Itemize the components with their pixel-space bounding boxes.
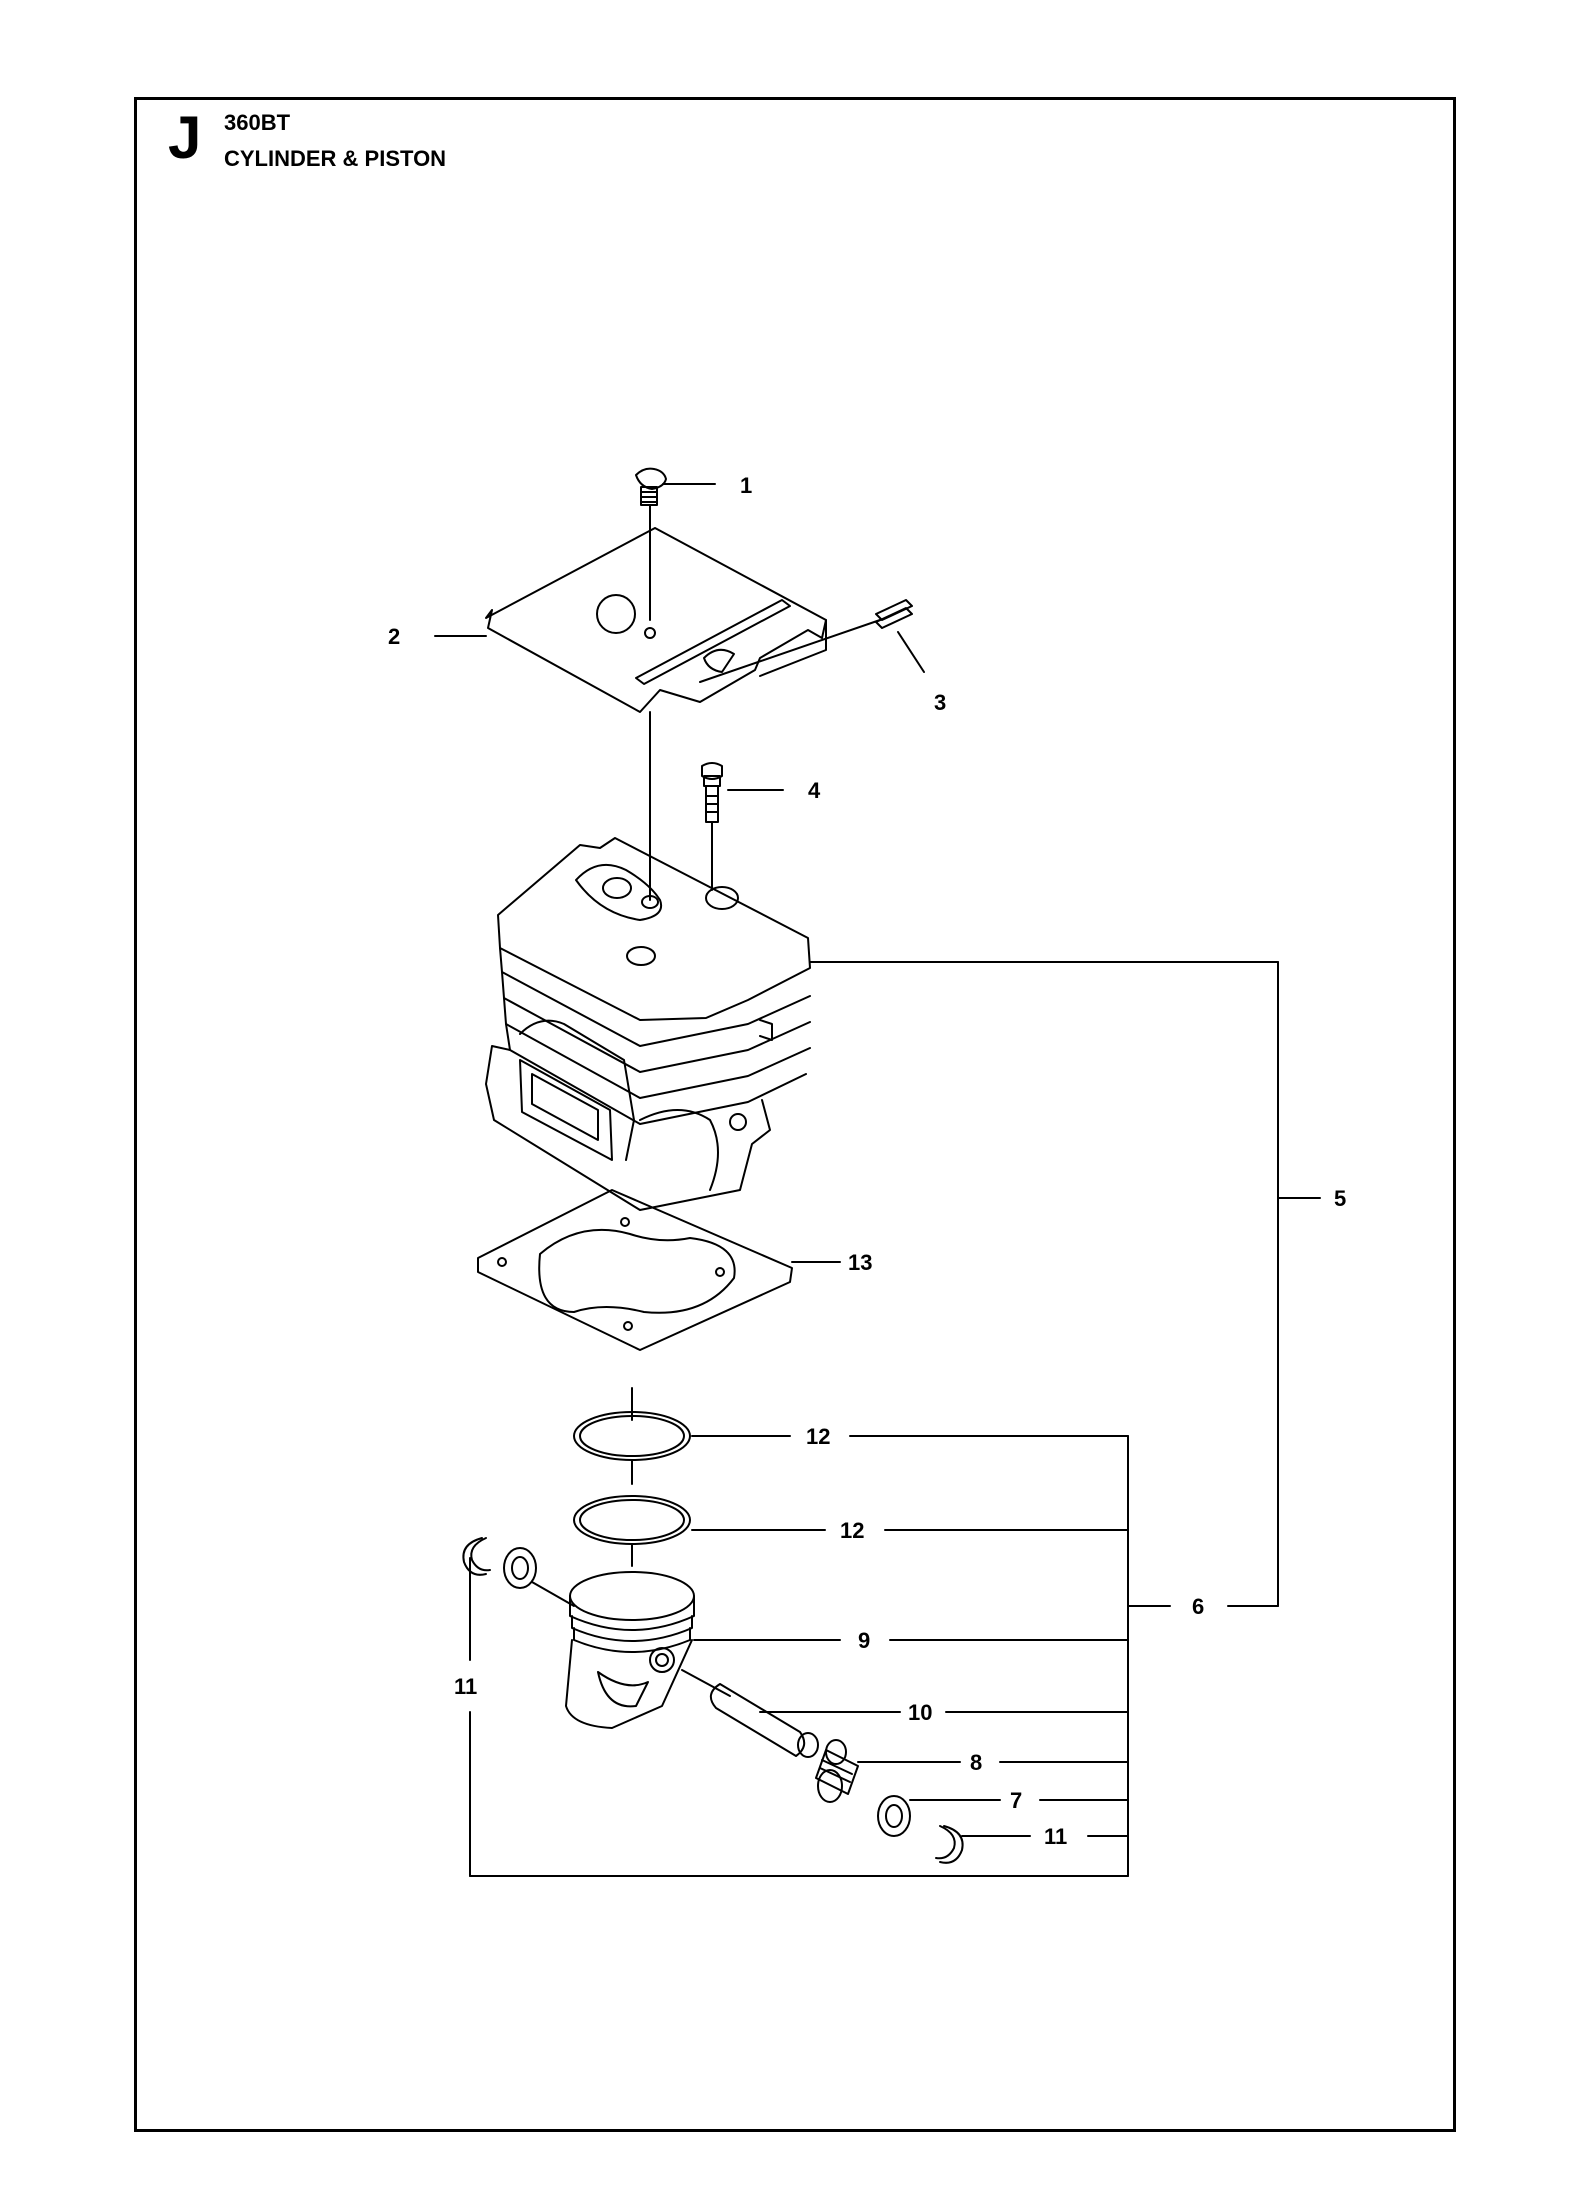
callout-12-lower: 12 bbox=[840, 1518, 864, 1543]
part-1-screw bbox=[635, 467, 667, 506]
part-3-clip bbox=[699, 599, 913, 683]
part-11-circlip-left bbox=[462, 1537, 491, 1576]
callout-11-right: 11 bbox=[1044, 1824, 1067, 1849]
callout-1: 1 bbox=[740, 473, 752, 498]
callout-10: 10 bbox=[908, 1700, 932, 1725]
callout-9: 9 bbox=[858, 1628, 870, 1653]
part-10-piston-pin bbox=[709, 1683, 819, 1758]
leader-line-3 bbox=[897, 631, 925, 673]
diagram-title: CYLINDER & PISTON bbox=[224, 146, 447, 171]
part-9-piston bbox=[565, 1571, 695, 1729]
callout-7: 7 bbox=[1010, 1788, 1022, 1813]
part-4-bolt bbox=[701, 762, 723, 823]
part-11-circlip-right bbox=[935, 1825, 964, 1864]
part-8-needle-bearing bbox=[815, 1739, 859, 1803]
callout-8: 8 bbox=[970, 1750, 982, 1775]
axis-line bbox=[681, 1669, 731, 1697]
axis-line bbox=[531, 1581, 575, 1607]
callout-5: 5 bbox=[1334, 1186, 1346, 1211]
part-7-washer-right bbox=[877, 1795, 911, 1837]
model-number: 360BT bbox=[224, 110, 291, 135]
page-frame bbox=[134, 97, 1456, 2132]
callout-4: 4 bbox=[808, 778, 821, 803]
part-5-cylinder bbox=[485, 837, 811, 1211]
callout-2: 2 bbox=[388, 624, 400, 649]
callout-13: 13 bbox=[848, 1250, 872, 1275]
part-13-gasket bbox=[477, 1189, 793, 1351]
part-12-ring-lower bbox=[573, 1495, 691, 1545]
callout-11-left: 11 bbox=[454, 1674, 477, 1699]
section-letter: J bbox=[168, 104, 202, 171]
part-7-washer-left bbox=[503, 1547, 537, 1589]
callout-3: 3 bbox=[934, 690, 946, 715]
callout-12-upper: 12 bbox=[806, 1424, 830, 1449]
part-2-plate bbox=[485, 527, 827, 713]
callout-6: 6 bbox=[1192, 1594, 1204, 1619]
